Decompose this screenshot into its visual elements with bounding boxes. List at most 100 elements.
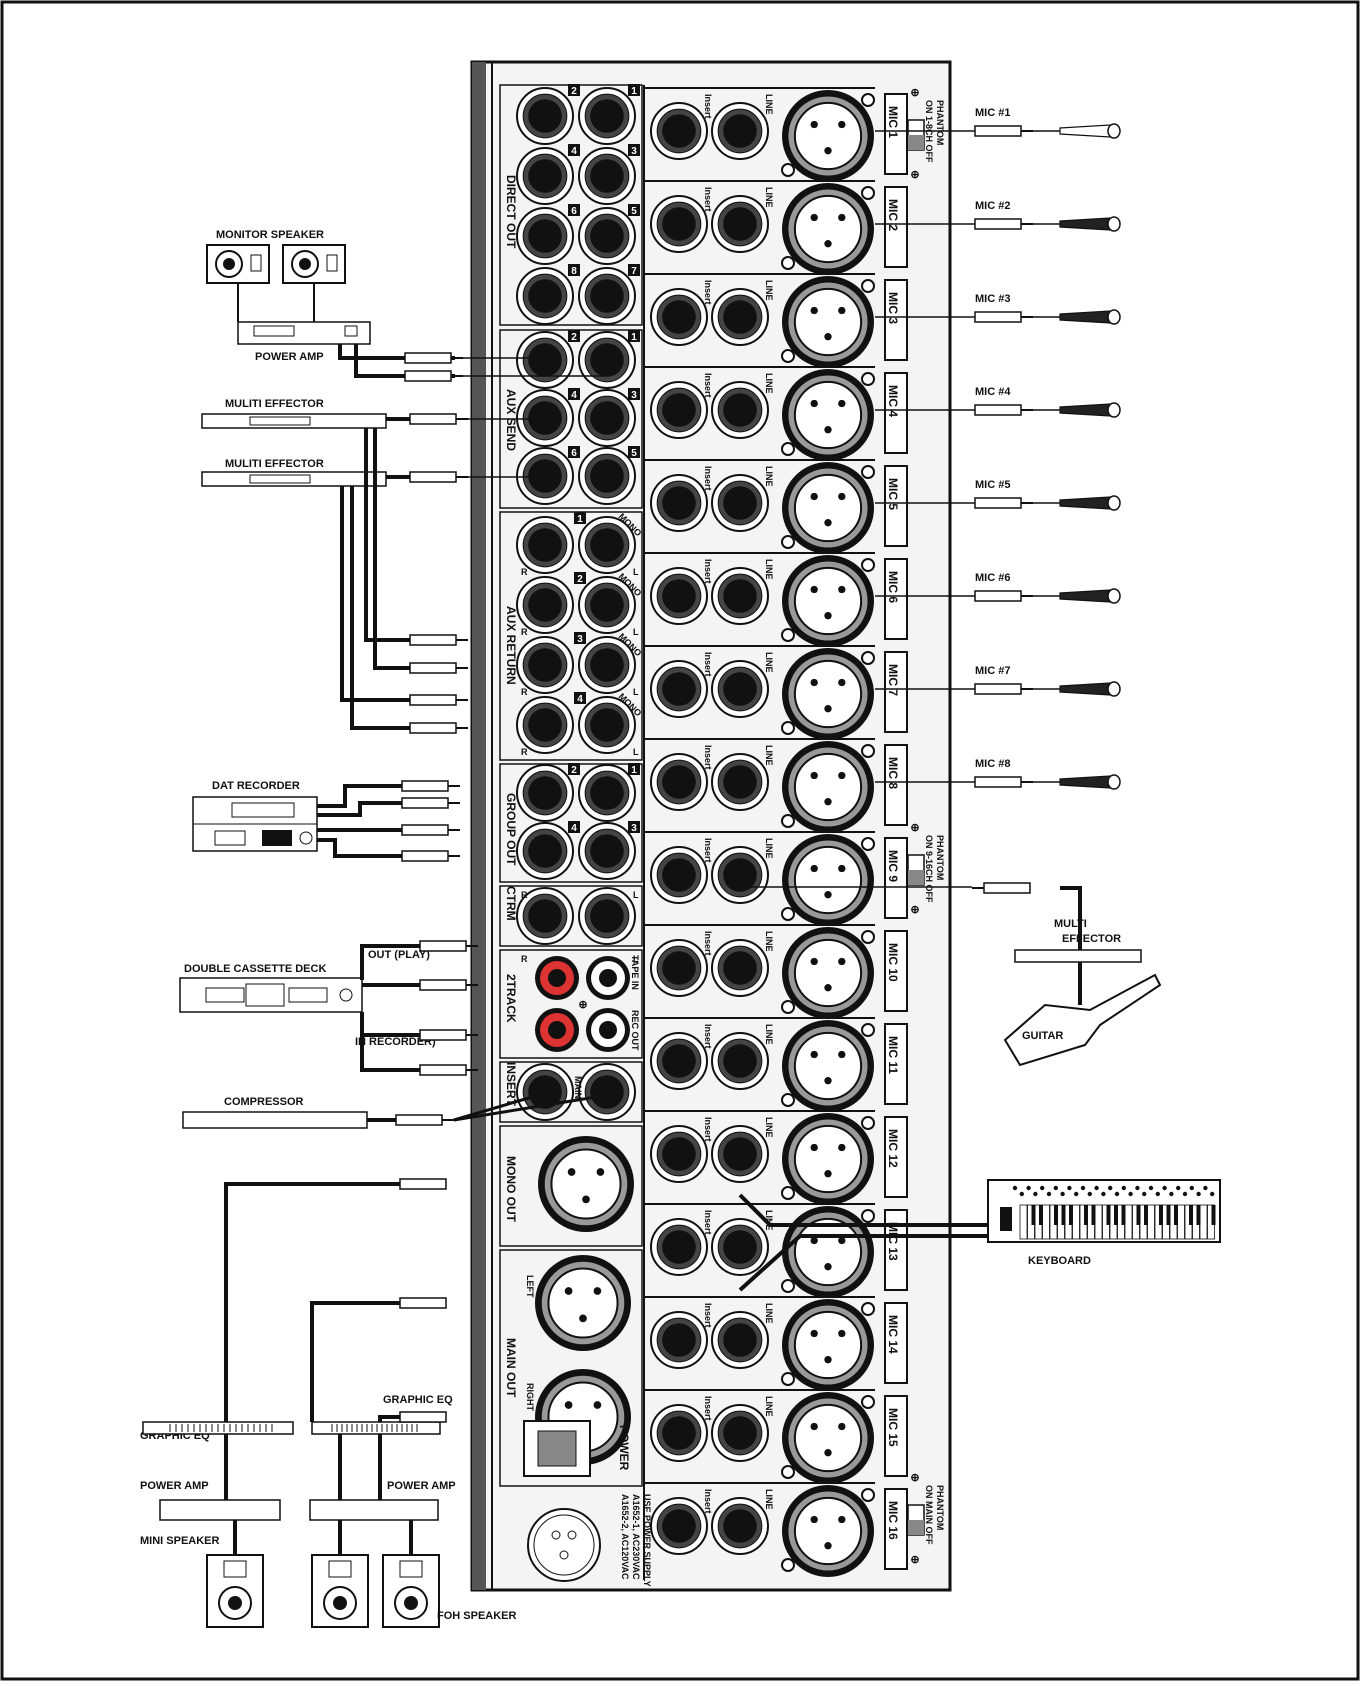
cassette-plug — [419, 979, 478, 991]
channel-label: MIC 8 — [886, 757, 900, 789]
direct-out-number: 5 — [628, 204, 640, 217]
aux-return-number: 4 — [574, 692, 586, 705]
direct-out-number: 8 — [568, 264, 580, 277]
direct-out-jack — [516, 207, 574, 265]
line-jack — [711, 1032, 769, 1090]
channel-label-box — [884, 651, 908, 733]
microphone-icon — [1059, 774, 1121, 790]
channel-label: MIC 16 — [886, 1501, 900, 1540]
power-amp-top — [237, 321, 371, 345]
group-out-number: 1 — [628, 763, 640, 776]
svg-text:3: 3 — [577, 634, 583, 645]
out-play-label: OUT (PLAY) — [368, 949, 430, 961]
insert-label: Insert — [703, 1396, 713, 1421]
svg-text:1: 1 — [577, 514, 583, 525]
phantom-sub-label: ON MAIN OFF — [924, 1485, 934, 1545]
mini-speaker-label: MINI SPEAKER — [140, 1535, 220, 1547]
insert-jack — [650, 381, 708, 439]
channel-label: MIC 2 — [886, 199, 900, 231]
direct-out-jack — [516, 87, 574, 145]
insert-label: Insert — [703, 1210, 713, 1235]
xlr-plug — [388, 1411, 447, 1423]
ground-marker: ⊕ — [578, 999, 587, 1011]
aux-return-plug — [409, 662, 468, 674]
line-jack — [711, 753, 769, 811]
guitar-label: GUITAR — [1022, 1030, 1063, 1042]
channel-label-box — [884, 372, 908, 454]
channel-label-box — [884, 93, 908, 175]
aux-send-number: 4 — [568, 388, 580, 401]
direct-out-jack — [516, 147, 574, 205]
aux-send-plug — [404, 352, 463, 364]
r-label: R — [521, 890, 528, 900]
group-out-plug — [401, 850, 460, 862]
mic-plug — [974, 125, 1033, 137]
r-label: R — [521, 687, 528, 697]
phantom-label: PHANTOM — [935, 835, 945, 880]
foh-speaker-label: FOH SPEAKER — [437, 1610, 517, 1622]
group-out-plug — [401, 797, 460, 809]
aux-return-jack-l — [578, 696, 636, 754]
direct-out-jack — [578, 267, 636, 325]
channel-label-box — [884, 1395, 908, 1477]
microphone: MIC #5 — [875, 479, 1121, 511]
keyboard-label: KEYBOARD — [1028, 1255, 1091, 1267]
main-out-section-label: MAIN OUT — [504, 1338, 518, 1398]
phantom-marker: ⊕ — [910, 169, 919, 181]
multi-effector-2 — [201, 471, 387, 487]
aux-return-number: 3 — [574, 632, 586, 645]
mic-xlr-input — [782, 648, 874, 740]
mic-label: MIC #3 — [975, 293, 1010, 305]
cable-fx1-return-a — [364, 428, 410, 642]
compressor-unit — [182, 1111, 368, 1129]
mono-out-xlr — [538, 1136, 634, 1232]
line-label: LINE — [764, 1117, 774, 1138]
line-label: LINE — [764, 94, 774, 115]
fx-send-plug — [409, 413, 468, 425]
insert-jack — [650, 846, 708, 904]
insert-label: Insert — [703, 1303, 713, 1328]
line-label: LINE — [764, 838, 774, 859]
mic-plug — [974, 311, 1033, 323]
graphic-eq-right-label: GRAPHIC EQ — [383, 1394, 453, 1406]
insert-label: Insert — [703, 1117, 713, 1142]
svg-text:5: 5 — [631, 448, 637, 459]
mono-out-section-label: MONO OUT — [504, 1156, 518, 1223]
multi-effector-2-label: MULITI EFFECTOR — [225, 458, 324, 470]
r-label: R — [521, 954, 528, 964]
direct-out-number: 1 — [628, 84, 640, 97]
rec-out-label: REC OUT — [630, 1010, 640, 1051]
channel-label: MIC 7 — [886, 664, 900, 696]
line-jack — [711, 1404, 769, 1462]
power-label: POWER — [617, 1425, 631, 1471]
main-out-left-xlr — [535, 1255, 631, 1351]
group-out-section-label: GROUP OUT — [504, 793, 518, 866]
cable-fx1-return-b — [373, 428, 410, 670]
double-cassette-label: DOUBLE CASSETTE DECK — [184, 963, 326, 975]
channel-label-box — [884, 1302, 908, 1384]
aux-send-jack — [516, 389, 574, 447]
speaker-cabinet-icon — [311, 1554, 369, 1628]
channel-label-box — [884, 1209, 908, 1291]
phantom-label: PHANTOM — [935, 100, 945, 145]
insert-main-jack-l — [578, 1063, 636, 1121]
line-jack — [711, 381, 769, 439]
line-jack — [711, 102, 769, 160]
svg-text:3: 3 — [631, 146, 637, 157]
mic-xlr-input — [782, 90, 874, 182]
svg-text:3: 3 — [631, 823, 637, 834]
cable-cassette-out-1 — [360, 944, 420, 980]
aux-send-jack — [578, 447, 636, 505]
svg-text:2: 2 — [571, 765, 577, 776]
insert-label: Insert — [703, 559, 713, 584]
